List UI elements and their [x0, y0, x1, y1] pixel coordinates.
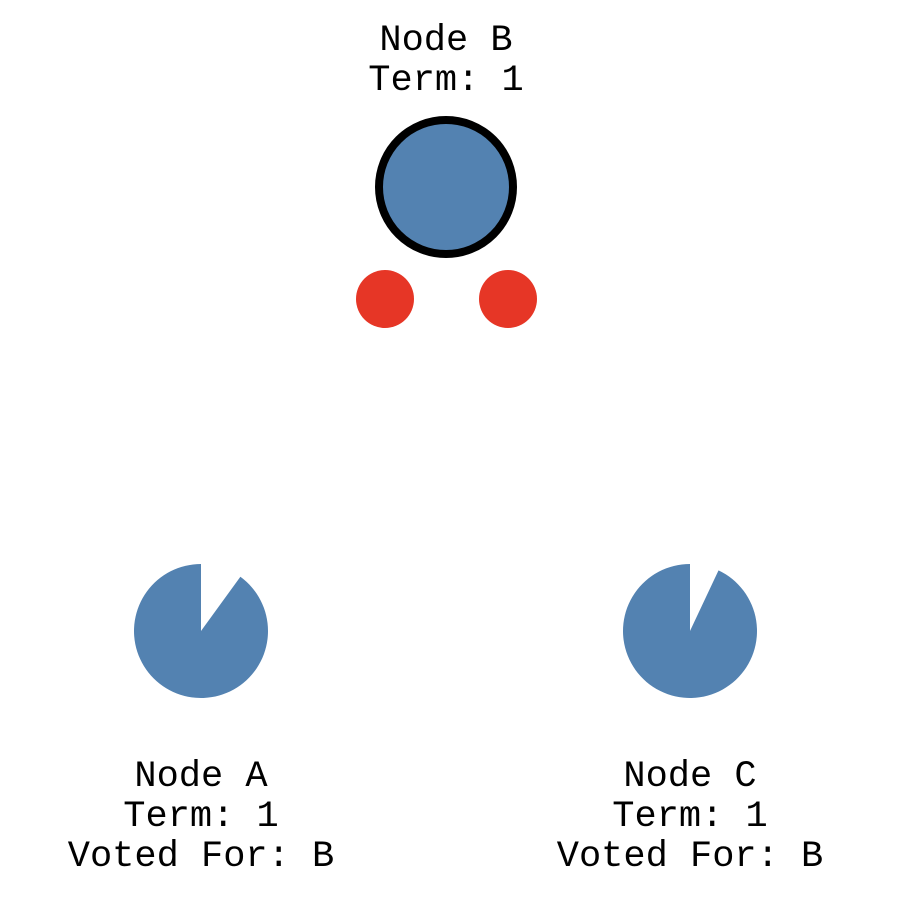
node-b[interactable]: Node B Term: 1 — [368, 20, 524, 258]
node-c-voted-for: Voted For: B — [557, 836, 823, 878]
node-b-term: Term: 1 — [368, 60, 523, 102]
node-c[interactable]: Node C Term: 1 Voted For: B — [557, 564, 823, 878]
node-c-name: Node C — [623, 756, 756, 798]
node-c-term: Term: 1 — [612, 796, 767, 838]
message-dot — [479, 270, 537, 328]
node-a-name: Node A — [134, 756, 268, 798]
node-a-voted-for: Voted For: B — [68, 836, 334, 878]
message-dot — [356, 270, 414, 328]
node-c-timeout-arc[interactable] — [623, 564, 758, 699]
node-a[interactable]: Node A Term: 1 Voted For: B — [68, 564, 334, 878]
node-b-name: Node B — [379, 20, 512, 62]
node-b-circle[interactable] — [375, 116, 517, 258]
node-a-timeout-arc[interactable] — [134, 564, 269, 698]
node-a-term: Term: 1 — [123, 796, 278, 838]
